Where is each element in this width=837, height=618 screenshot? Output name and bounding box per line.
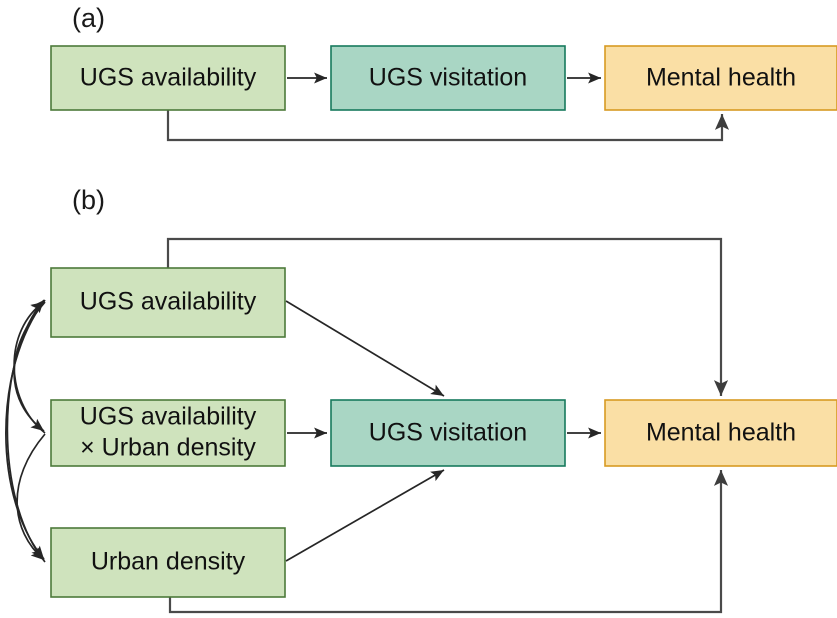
node-a-mental-health-label: Mental health (646, 64, 796, 92)
node-b-ugs-availability-label: UGS availability (80, 288, 257, 316)
edge-b-correlation-availability-to-interaction (13, 301, 46, 432)
node-a-ugs-availability[interactable]: UGS availability (50, 45, 286, 111)
edge-a-availability-to-mental-health-direct (166, 110, 730, 142)
edge-b-correlation-availability-to-density (5, 299, 46, 560)
edge-b-availability-to-mental-health-direct (166, 237, 729, 397)
node-b-interaction-label-line2: × Urban density (80, 434, 256, 462)
node-b-urban-density-label: Urban density (91, 548, 246, 576)
edge-b-urban-density-to-visitation (285, 469, 445, 562)
node-b-urban-density[interactable]: Urban density (50, 527, 286, 598)
edge-b-urban-density-to-mental-health-direct (168, 469, 729, 614)
node-a-mental-health[interactable]: Mental health (604, 45, 837, 111)
node-b-ugs-availability-x-urban-density[interactable]: UGS availability × Urban density (50, 399, 286, 467)
node-a-ugs-visitation[interactable]: UGS visitation (330, 45, 566, 111)
edge-b-availability-to-visitation (285, 300, 445, 397)
node-b-interaction-label-line1: UGS availability (80, 403, 257, 431)
node-b-ugs-availability[interactable]: UGS availability (50, 267, 286, 338)
node-a-ugs-availability-label: UGS availability (80, 64, 257, 92)
node-b-ugs-visitation-label: UGS visitation (369, 419, 527, 447)
node-b-mental-health[interactable]: Mental health (604, 399, 837, 467)
edge-b-correlation-density-to-availability (6, 299, 46, 563)
node-b-ugs-visitation[interactable]: UGS visitation (330, 399, 566, 467)
panel-b-label: (b) (72, 185, 105, 215)
node-b-mental-health-label: Mental health (646, 419, 796, 447)
panel-a-label: (a) (72, 3, 105, 33)
node-a-ugs-visitation-label: UGS visitation (369, 64, 527, 92)
